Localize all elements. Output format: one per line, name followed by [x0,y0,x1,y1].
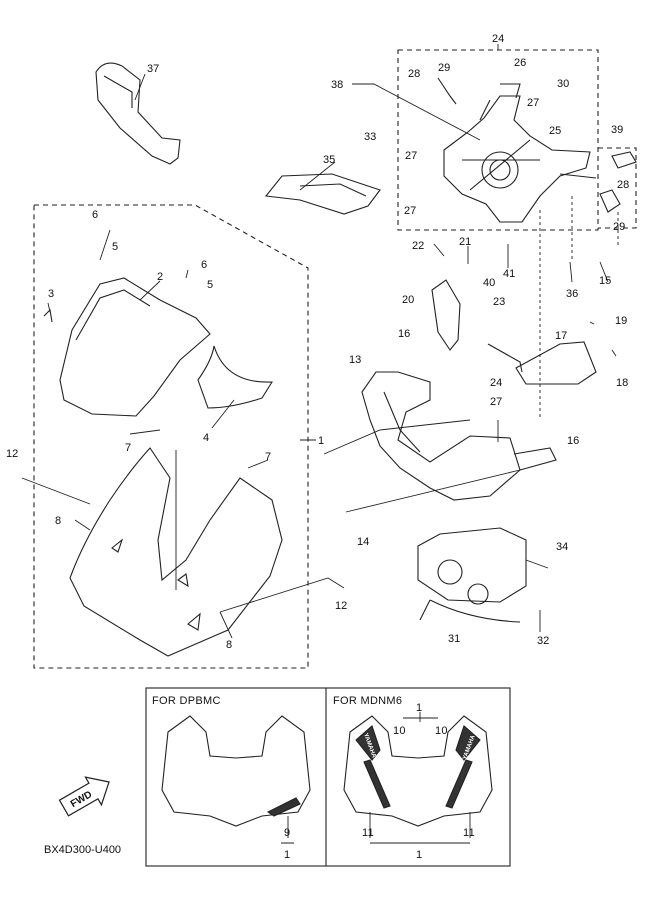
callout: 36 [566,288,578,300]
callout: 6 [201,259,207,271]
callout: 2 [157,271,163,283]
callout: 15 [599,275,611,287]
callout: 40 [483,277,495,289]
callout: 19 [615,315,627,327]
variant-dpbmc-cowling [161,715,311,827]
callout: 28 [617,179,629,191]
callout: 27 [405,150,417,162]
callout: 1 [284,849,290,861]
callout: 26 [514,57,526,69]
callout: 33 [364,131,376,143]
bracket-subgroup-boundary [598,147,637,229]
callout: 27 [404,205,416,217]
callout: 4 [203,432,209,444]
callout: 20 [402,294,414,306]
callout: 41 [503,268,515,280]
callout: 29 [438,62,450,74]
callout: 10 [435,725,448,737]
callout: 22 [412,240,424,252]
callout: 35 [323,154,335,166]
callout: 5 [207,279,213,291]
callout: 8 [55,515,61,527]
callout: 16 [398,328,410,340]
callout: 21 [459,236,471,248]
duct-part-17 [515,341,597,385]
callout: 12 [335,600,347,612]
windscreen-part [59,277,211,417]
callout: 7 [125,442,131,454]
callout: 25 [549,125,561,137]
callout: 17 [555,330,567,342]
cowling-group-boundary [33,204,309,669]
callout: 1 [318,435,324,447]
bracket-group-boundary [397,49,599,231]
variant-box [145,687,511,867]
diagram-code: BX4D300-U400 [44,844,121,856]
headlight-part [417,527,527,603]
callout: 1 [416,849,422,861]
stay-bracket-assembly [443,95,591,223]
variant-mdnm6-cowling [343,715,493,827]
callout: 10 [393,725,406,737]
callout: 27 [527,97,539,109]
inner-panel-part-13 [361,371,521,501]
front-cowling-part [69,447,283,657]
callout: 29 [613,221,625,233]
callout: 6 [92,209,98,221]
panel-part-4 [197,345,274,409]
callout: 38 [331,79,343,91]
callout: 16 [567,435,579,447]
callout: 24 [490,377,502,389]
variant-labels: FOR DPBMC FOR MDNM6 9 1 1 10 10 11 11 1 [152,695,475,861]
callout: 28 [408,68,420,80]
callout: 13 [349,354,361,366]
fwd-arrow-icon: FWD [58,776,110,817]
callout: 5 [112,241,118,253]
callout: 12 [6,448,18,460]
callout: 11 [362,827,374,839]
callout: 8 [226,639,232,651]
callout: 14 [357,536,369,548]
callout: 39 [611,124,623,136]
callout: 34 [556,541,568,553]
callout: 9 [284,827,290,839]
callout: 7 [265,451,271,463]
lamp-part-20 [431,279,461,351]
callout: 18 [616,377,628,389]
callout: 3 [48,288,54,300]
variant-title-left: FOR DPBMC [152,695,221,707]
callout: 32 [537,635,549,647]
callout-labels: 37 38 24 26 28 29 30 27 25 39 33 27 28 3… [6,33,629,651]
variant-title-right: FOR MDNM6 [333,695,402,707]
callout: 27 [490,396,502,408]
callout: 24 [492,33,504,45]
callout: 1 [416,702,422,714]
cover-part-35 [264,173,381,215]
callout: 30 [557,78,569,90]
callout: 31 [448,633,460,645]
callout: 11 [463,827,475,839]
mirror-part [95,62,181,165]
callout: 23 [493,296,505,308]
callout: 37 [147,63,159,75]
